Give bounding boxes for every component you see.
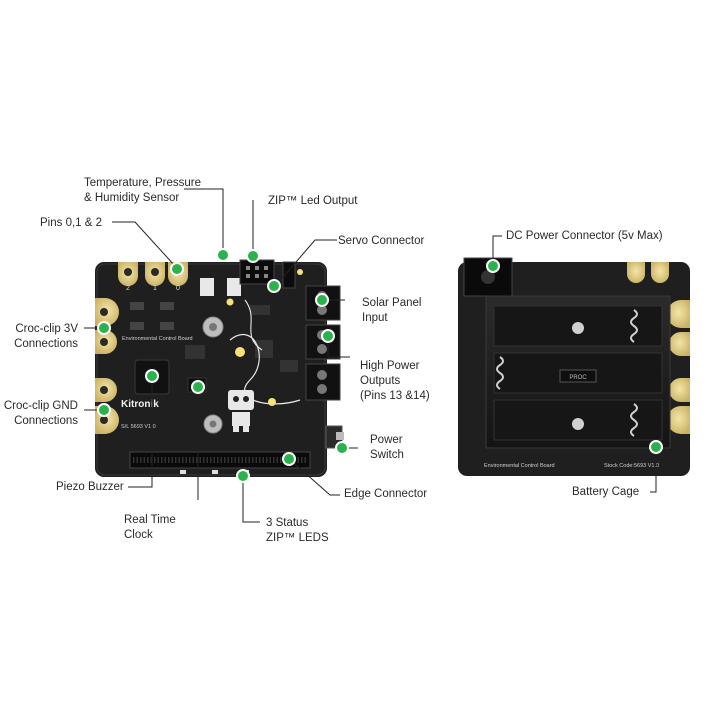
label-edge: Edge Connector (344, 488, 428, 500)
label-zip-output: ZIP™ Led Output (268, 195, 358, 207)
front-board-title: Environmental Control Board (122, 336, 193, 342)
marker-high-power (321, 329, 335, 343)
front-code: S/L 5693 V1.0 (121, 424, 156, 430)
label-temp-sensor: Temperature, Pressure & Humidity Sensor (84, 177, 201, 204)
robot-mascot (228, 390, 254, 432)
label-piezo: Piezo Buzzer (56, 481, 124, 493)
front-brand: Kitronik (121, 399, 159, 410)
pin-0-label: 0 (176, 285, 180, 292)
marker-piezo (145, 369, 159, 383)
label-rtc: Real Time Clock (124, 514, 176, 541)
cage-mark: PROC (569, 375, 587, 381)
pin-1-label: 1 (153, 285, 157, 292)
zip-header (239, 259, 275, 285)
croc-clip-pads (95, 298, 119, 434)
label-battery: Battery Cage (572, 486, 640, 498)
label-high-power: High Power Outputs (Pins 13 &14) (360, 360, 430, 402)
marker-pins (170, 262, 184, 276)
label-pins: Pins 0,1 & 2 (40, 217, 103, 229)
front-pcb (95, 262, 327, 477)
label-solar: Solar Panel Input (362, 297, 422, 324)
marker-zip-output (246, 249, 260, 263)
marker-edge (282, 452, 296, 466)
marker-servo (267, 279, 281, 293)
label-croc-3v: Croc-clip 3V Connections (14, 323, 78, 350)
marker-dc-power (486, 259, 500, 273)
servo-header (282, 261, 296, 289)
marker-battery (649, 440, 663, 454)
back-board: PROC Environmental Control Board Stock C… (458, 257, 690, 476)
marker-solar (315, 293, 329, 307)
label-status-leds: 3 Status ZIP™ LEDS (266, 517, 329, 544)
callout-markers (97, 248, 663, 483)
marker-status-leds (236, 469, 250, 483)
marker-croc-gnd (97, 403, 111, 417)
marker-power-switch (335, 441, 349, 455)
marker-temp-sensor (216, 248, 230, 262)
label-dc-power: DC Power Connector (5v Max) (506, 230, 663, 242)
label-power-switch: Power Switch (370, 434, 404, 461)
marker-rtc (191, 380, 205, 394)
front-board: 2 1 0 (95, 259, 344, 477)
marker-croc-3v (97, 321, 111, 335)
edge-connector (129, 451, 311, 469)
pin-2-label: 2 (126, 285, 130, 292)
back-code: Stock Code:5693 V1.0 (604, 463, 659, 469)
label-croc-gnd: Croc-clip GND Connections (3, 400, 78, 427)
back-board-title: Environmental Control Board (484, 463, 555, 469)
label-servo: Servo Connector (338, 235, 425, 247)
